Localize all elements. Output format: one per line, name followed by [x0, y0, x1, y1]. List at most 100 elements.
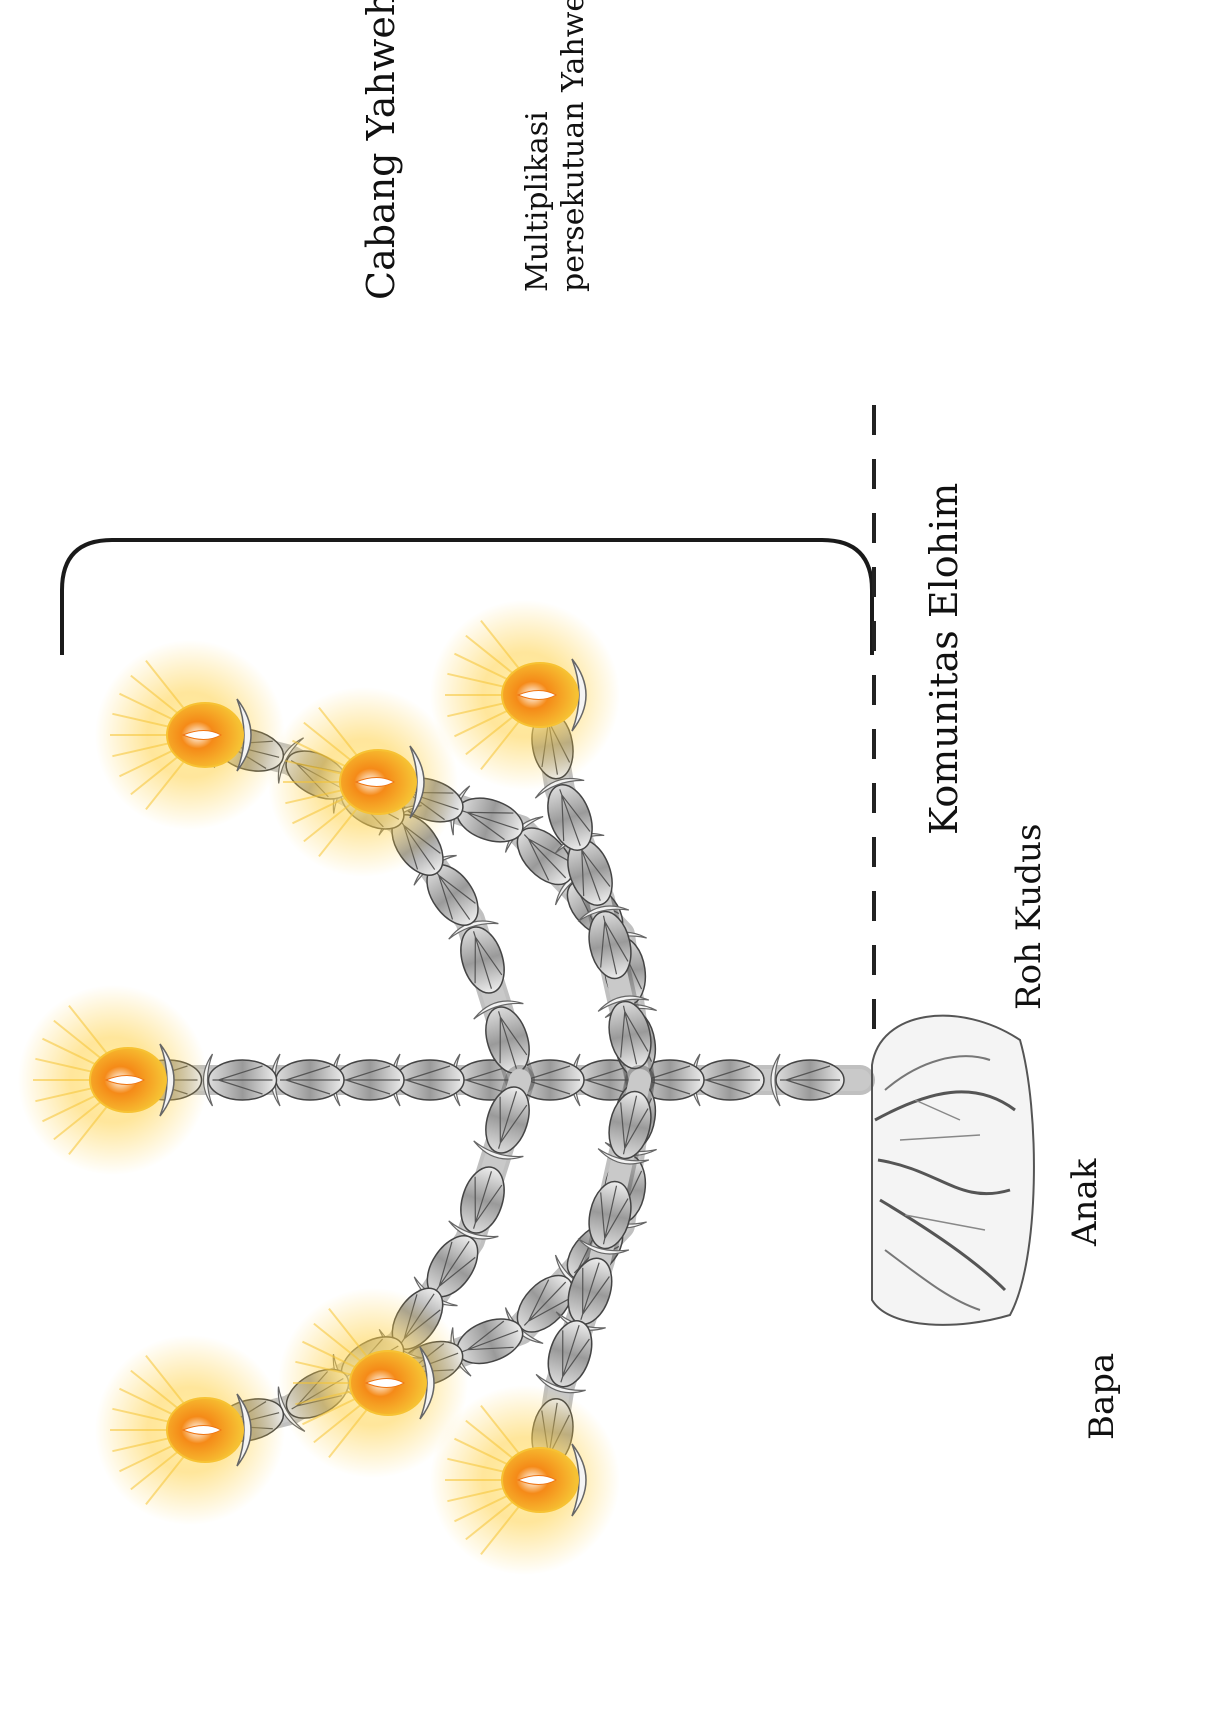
flame-ray	[480, 1506, 520, 1556]
flame-core	[354, 777, 396, 787]
flame-core	[516, 690, 558, 700]
bud-petal	[535, 1373, 586, 1394]
flame-ray	[480, 721, 520, 771]
flower-bud-icon	[577, 1180, 632, 1255]
bud-veins	[434, 870, 476, 920]
bud-petal	[448, 920, 499, 940]
flower-bud-icon	[202, 1053, 278, 1107]
flame-ray	[318, 706, 358, 756]
flame-ray	[302, 1397, 357, 1426]
flame-ray	[303, 803, 352, 843]
flame-core	[104, 1075, 146, 1085]
bud-petal	[473, 1140, 524, 1160]
flame-ray	[42, 1094, 97, 1123]
flower-bud-icon	[535, 1320, 593, 1394]
bud-petal	[604, 1141, 657, 1156]
bracket-line	[60, 538, 874, 655]
flame-ray	[292, 739, 347, 768]
bud-veins	[497, 1011, 528, 1069]
bud-veins	[600, 1185, 629, 1245]
flower-bud-icon	[473, 1086, 530, 1160]
flame-ray	[447, 701, 507, 718]
bud-petal	[577, 905, 630, 922]
bud-petal	[270, 1053, 281, 1107]
bud-veins	[620, 1095, 649, 1155]
flame-ray	[465, 1419, 514, 1459]
flame-ray	[130, 674, 179, 714]
flame-icon	[278, 1288, 468, 1478]
flame-ray	[42, 1037, 97, 1066]
bud-veins	[580, 1262, 610, 1321]
flame-core	[516, 1475, 558, 1485]
bud-veins	[620, 1005, 649, 1065]
flame-ray	[318, 808, 358, 858]
lamp-flames	[18, 600, 620, 1575]
flame-ray	[145, 761, 185, 811]
root-label-son: Anak	[1065, 1158, 1105, 1246]
flame-icon	[430, 600, 620, 790]
bud-veins	[579, 844, 611, 901]
flame-ray	[303, 721, 352, 761]
bud-veins	[780, 1065, 840, 1095]
flame-ray	[328, 1409, 368, 1459]
flame-ray	[119, 692, 174, 721]
flame-ray	[145, 1456, 185, 1506]
flame-ray	[112, 1436, 172, 1453]
flame-ray	[112, 712, 172, 729]
subtitle-line-1: Multiplikasi	[520, 111, 555, 292]
bud-veins	[435, 1240, 476, 1292]
flame-core	[364, 1378, 406, 1388]
flame-core	[181, 730, 223, 740]
flame-ray	[454, 1494, 509, 1523]
flower-bud-icon	[577, 905, 632, 980]
subtitle-line-2: persekutuan Yahweh	[556, 0, 591, 292]
flame-ray	[465, 1501, 514, 1541]
flame-ray	[454, 1437, 509, 1466]
bud-petal	[473, 1000, 524, 1020]
flame-icon	[430, 1385, 620, 1575]
flame-ray	[292, 796, 347, 825]
bud-veins	[472, 1171, 503, 1229]
flame-ray	[145, 659, 185, 709]
flower-bud-icon	[770, 1053, 845, 1107]
bud-petal	[448, 1220, 499, 1240]
bud-veins	[461, 1320, 519, 1353]
root-label-holy-spirit: Roh Kudus	[1009, 823, 1049, 1010]
bud-petal	[577, 1238, 630, 1255]
flame-ray	[145, 1354, 185, 1404]
flame-ray	[119, 1387, 174, 1416]
flame-ray	[295, 1389, 355, 1406]
flame-ray	[53, 1019, 102, 1059]
flame-ray	[465, 716, 514, 756]
flower-bud-icon	[270, 1053, 345, 1107]
flower-bud-icon	[504, 1274, 574, 1344]
diagram-title: Cabang Yahweh. Yes 4:2	[359, 0, 403, 300]
flame-icon	[268, 687, 458, 877]
flame-icon	[95, 640, 285, 830]
bud-veins	[280, 1065, 340, 1095]
bud-veins	[560, 1324, 590, 1383]
bud-veins	[600, 915, 629, 975]
flame-ray	[119, 1444, 174, 1473]
flame-ray	[53, 1101, 102, 1141]
flame-core	[181, 1425, 223, 1435]
flame-ray	[447, 1457, 507, 1474]
bud-petal	[597, 995, 650, 1012]
flame-ray	[130, 756, 179, 796]
flame-ray	[313, 1404, 362, 1444]
bud-petal	[770, 1053, 781, 1107]
bud-veins	[523, 1279, 570, 1326]
bud-veins	[559, 789, 591, 846]
flame-ray	[285, 759, 345, 776]
flower-bud-icon	[448, 1166, 505, 1240]
flame-ray	[68, 1004, 108, 1054]
flame-ray	[454, 709, 509, 738]
flame-ray	[130, 1451, 179, 1491]
flame-ray	[313, 1322, 362, 1362]
flame-ray	[285, 788, 345, 805]
flame-ray	[447, 672, 507, 689]
root-icon	[871, 1014, 1035, 1326]
bud-veins	[472, 931, 503, 989]
